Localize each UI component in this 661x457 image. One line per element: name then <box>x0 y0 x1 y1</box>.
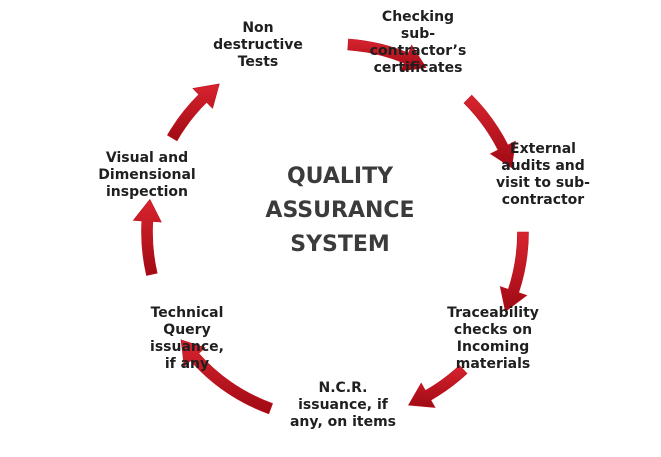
node-technical-query: Technical Query issuance, if any <box>150 305 224 372</box>
arrow-upper-left <box>166 83 220 142</box>
arrow-top <box>347 38 427 72</box>
arrow-left <box>132 198 162 276</box>
node-traceability-checks: Traceability checks on Incoming material… <box>447 305 539 372</box>
node-non-destructive-tests: Non destructive Tests <box>213 20 303 70</box>
node-external-audits: External audits and visit to sub- contra… <box>496 141 590 208</box>
node-visual-dimensional-inspection: Visual and Dimensional inspection <box>98 150 196 200</box>
arrow-bottom <box>180 339 273 415</box>
arrow-lower-right <box>408 365 468 408</box>
arrow-right <box>499 231 529 313</box>
center-title: QUALITY ASSURANCE SYSTEM <box>265 164 415 257</box>
node-ncr-issuance: N.C.R. issuance, if any, on items <box>289 380 396 430</box>
node-checking-subcontractor-certificates: Checking sub- contractor’s certificates <box>369 9 467 76</box>
arrow-upper-right <box>463 94 516 169</box>
